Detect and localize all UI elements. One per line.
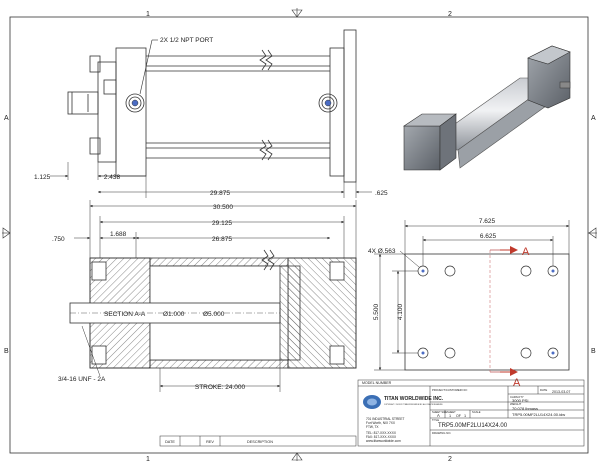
port-hole-1 (444, 265, 456, 277)
sheet-size-value: A (437, 413, 440, 418)
zone-col-2-top: 2 (448, 11, 452, 18)
revision-block (159, 435, 357, 447)
sheet-border (2, 8, 597, 461)
sheet-total: 1 (464, 414, 466, 418)
top-view (67, 29, 357, 183)
end-view (404, 249, 570, 373)
end-view-dimensions (374, 220, 570, 371)
dim-29-125: 29.125 (212, 220, 232, 227)
dim-6-625: 6.625 (480, 233, 497, 240)
stroke-label: STROKE: 24.000 (195, 384, 246, 391)
zone-row-a-right: A (591, 115, 596, 122)
dim-1-688: 1.688 (110, 231, 127, 238)
dim-625: .625 (375, 190, 388, 197)
port-hole-2 (520, 265, 532, 277)
company-subtitle: COPYRIGHT © 2013 BY TITAN WORLDWIDE INC.… (384, 403, 443, 406)
fax: FAX: 817-XXX-XXXX (366, 435, 397, 439)
company-logo (363, 395, 381, 409)
customer-label: PROJECT/CUSTOMER NO: (432, 388, 468, 392)
section-mark-bottom: A (513, 377, 521, 389)
weight-value: 70.078 lbmass (512, 406, 538, 411)
bore-diameter: Ø5.000 (203, 311, 225, 318)
sheet-of-label: SHEET (447, 410, 456, 414)
dim-29-875: 29.875 (210, 190, 230, 197)
rod-diameter: Ø1.000 (163, 311, 185, 318)
address-line-1: 701 INDUSTRIAL STREET (366, 417, 405, 421)
rev-date-header: DATE (165, 440, 175, 444)
section-arrow-top (500, 246, 518, 254)
zone-col-2-bottom: 2 (448, 456, 452, 463)
port-hole-3 (444, 347, 456, 359)
dim-5-500: 5.500 (373, 303, 380, 320)
section-label: SECTION A-A (104, 311, 146, 318)
title-block-header: MODEL NUMBER (362, 381, 392, 385)
drawing-title: TRP5.00MF2LU14X24.00 (438, 423, 508, 429)
phone: TEL: 817-XXX-XXXX (366, 431, 397, 435)
port-head (125, 93, 145, 113)
thread-label: 3/4-16 UNF - 2A (58, 376, 106, 383)
capacity-value: 3000 PSI (512, 398, 528, 403)
section-view-dimensions (74, 200, 357, 392)
port-hole-4 (520, 347, 532, 359)
top-view-dimensions (50, 162, 372, 198)
date-label: DATE (540, 388, 547, 392)
zone-col-1-top: 1 (146, 11, 150, 18)
address-line-3: FTW, TX (366, 425, 379, 429)
website: www.titanworldwide.com (366, 439, 401, 443)
dim-2-438: 2.438 (104, 174, 121, 181)
dim-26-875: 26.875 (212, 236, 232, 243)
title-label: TITLE (432, 418, 439, 422)
date-value: 2013-03-07 (552, 390, 570, 394)
dim-30-500: 30.500 (213, 204, 233, 211)
section-mark-top: A (522, 246, 530, 258)
weight-label: WEIGHT (510, 402, 521, 406)
rev-rev-header: REV (206, 440, 214, 444)
title-block (357, 379, 585, 447)
section-arrow-bottom (500, 368, 518, 376)
dim-1-125: 1.125 (34, 174, 51, 181)
company-name: TITAN WORLDWIDE INC. (384, 396, 444, 402)
dim-7-625: 7.625 (479, 218, 496, 225)
of-label: OF (456, 414, 462, 418)
port-label: 2X 1/2 NPT PORT (160, 37, 213, 44)
mounting-holes (417, 265, 559, 359)
mounting-hole-4 (547, 347, 559, 359)
port-cap (318, 93, 338, 113)
drawing-number-label: DRAWING NO. (432, 431, 451, 435)
zone-row-b-left: B (4, 348, 9, 355)
file-name: TRP5.00MF2LU14X24.00.idw (512, 412, 565, 417)
address-line-2: Fort Worth, NIX 7XX (366, 421, 396, 425)
hole-callout: 4X Ø.563 (368, 248, 396, 255)
isometric-cylinder-view (403, 45, 571, 171)
rev-desc-header: DESCRIPTION (247, 440, 273, 444)
zone-row-a-left: A (4, 115, 9, 122)
capacity-label: CAPACITY (510, 395, 524, 399)
sheet-number: 1 (449, 414, 451, 418)
section-view (69, 249, 357, 369)
port-leader (139, 39, 153, 95)
zone-row-b-right: B (591, 348, 596, 355)
dim-4-100: 4.100 (397, 303, 404, 320)
dim-750: .750 (52, 236, 65, 243)
scale-label: SCALE (472, 410, 481, 414)
zone-col-1-bottom: 1 (146, 456, 150, 463)
sheet-size-label: SHEET SIZE (432, 410, 447, 414)
